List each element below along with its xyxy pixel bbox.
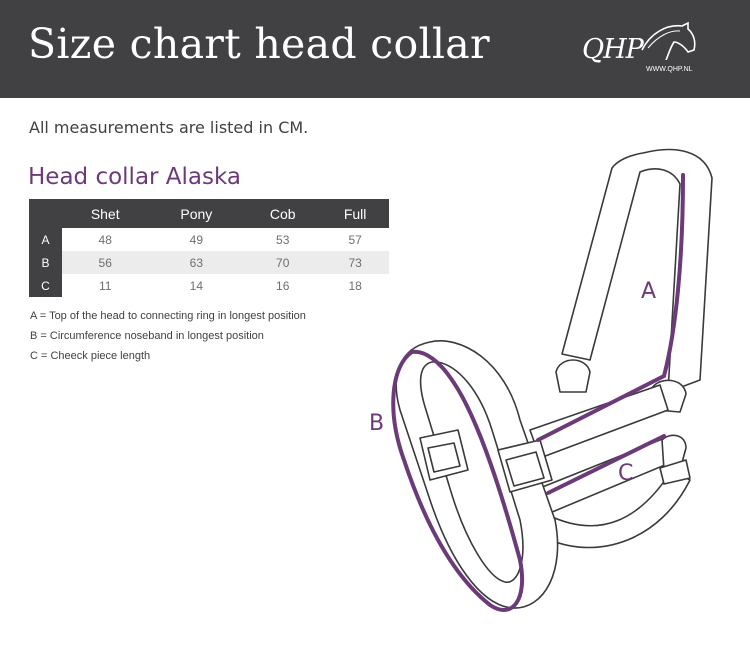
column-header: Pony [148, 199, 245, 228]
label-a: A [641, 279, 656, 304]
table-row: B 56 63 70 73 [29, 251, 389, 274]
label-b: B [369, 411, 384, 436]
table-cell: 73 [321, 251, 389, 274]
legend-item-c: C = Cheeck piece length [30, 350, 151, 362]
product-title: Head collar Alaska [28, 164, 242, 190]
size-table: Shet Pony Cob Full A 48 49 53 57 B 56 63… [29, 199, 389, 297]
table-cell: 57 [348, 232, 362, 247]
measurement-legend: A = Top of the head to connecting ring i… [30, 306, 306, 366]
column-header: Full [321, 199, 389, 228]
corner-cell [29, 199, 62, 228]
column-header: Cob [244, 199, 322, 228]
logo-url-text: WWW.QHP.NL [646, 66, 693, 73]
table-cell: 14 [189, 278, 203, 293]
legend-item-b: B = Circumference noseband in longest po… [30, 330, 264, 342]
table-cell: 16 [276, 278, 290, 293]
table-row: A 48 49 53 57 [29, 228, 389, 251]
table-header-row: Shet Pony Cob Full [29, 199, 389, 228]
table-cell: 49 [189, 232, 203, 247]
row-label: A [29, 228, 62, 251]
row-label: B [29, 251, 62, 274]
measurement-note: All measurements are listed in CM. [29, 118, 309, 137]
qhp-logo: QHP WWW.QHP.NL [580, 18, 720, 78]
table-cell: 11 [98, 278, 112, 293]
table-cell: 53 [276, 232, 290, 247]
table-row: C 11 14 16 18 [29, 274, 389, 297]
horse-head-icon [641, 21, 696, 60]
header-banner: Size chart head collar QHP WWW.QHP.NL [0, 0, 750, 98]
table-cell: 63 [148, 251, 245, 274]
head-collar-illustration: A B C [369, 148, 713, 612]
legend-item-a: A = Top of the head to connecting ring i… [30, 310, 306, 322]
label-c: C [618, 461, 633, 486]
logo-brand-text: QHP [582, 34, 644, 65]
row-label: C [29, 274, 62, 297]
page-title: Size chart head collar [28, 20, 490, 68]
table-cell: 48 [98, 232, 112, 247]
table-cell: 18 [348, 278, 362, 293]
table-cell: 70 [244, 251, 322, 274]
table-cell: 56 [62, 251, 149, 274]
column-header: Shet [62, 199, 149, 228]
